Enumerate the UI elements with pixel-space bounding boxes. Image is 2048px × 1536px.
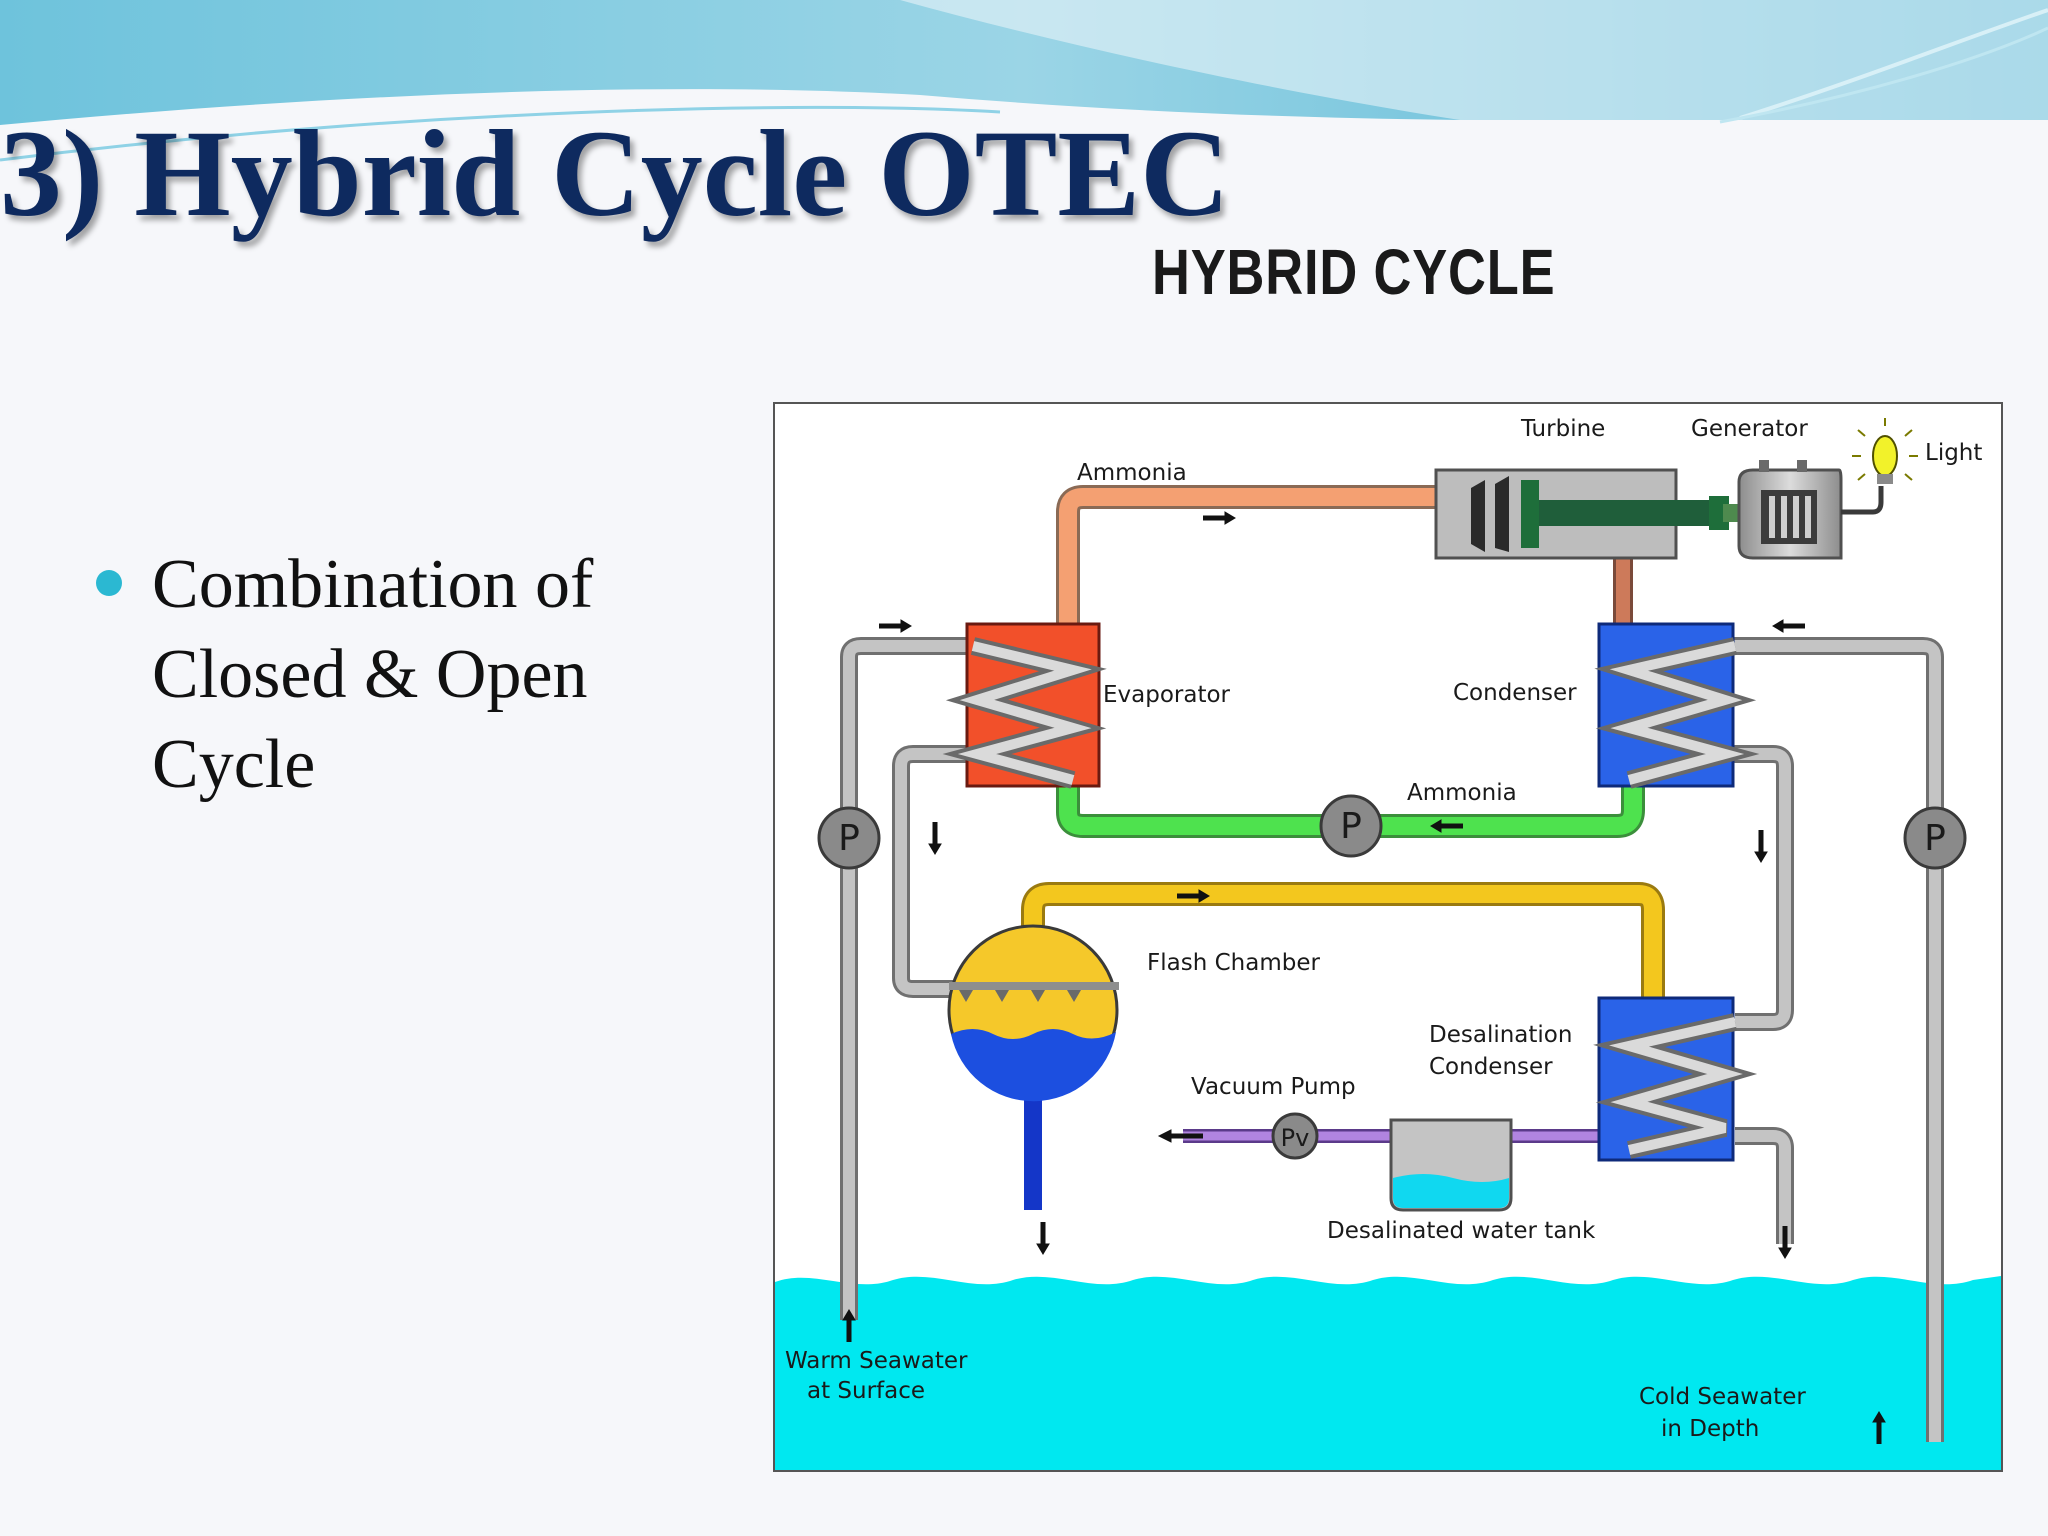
desalination-condenser-label-line1: Desalination [1429, 1022, 1572, 1048]
svg-text:P: P [1340, 806, 1362, 847]
arrow-left-icon [1430, 819, 1463, 833]
warm-seawater-label-line2: at Surface [807, 1378, 925, 1404]
warm-seawater-pipe [840, 637, 969, 1320]
ammonia-vapor-pipe [1056, 485, 1633, 634]
vacuum-pump-label: Vacuum Pump [1191, 1074, 1356, 1100]
generator-label: Generator [1691, 416, 1808, 442]
desalination-condenser-label-line2: Condenser [1429, 1054, 1553, 1080]
light-bulb-icon [1852, 418, 1918, 484]
flash-chamber [947, 924, 1119, 1102]
diagram-heading: HYBRID CYCLE [1152, 236, 1556, 308]
arrow-left-icon [1157, 1129, 1203, 1143]
flow-arrows [842, 511, 1886, 1444]
arrow-up-icon [1872, 1411, 1886, 1444]
desalinated-water-tank-label: Desalinated water tank [1327, 1218, 1596, 1244]
pump-cold-seawater: P [1903, 806, 1967, 870]
bullet-text: Combination of Closed & Open Cycle [152, 546, 594, 803]
arrow-down-icon [928, 822, 942, 855]
arrow-down-icon [1754, 830, 1768, 863]
arrow-right-icon [879, 619, 912, 633]
cold-seawater-label-line2: in Depth [1661, 1416, 1759, 1442]
bullet-dot-icon [96, 570, 122, 596]
slide-title: 3) Hybrid Cycle OTEC [0, 105, 1230, 242]
arrow-down-icon [1778, 1226, 1792, 1259]
light-label: Light [1925, 440, 1982, 466]
ammonia-liquid-label: Ammonia [1407, 780, 1517, 806]
arrow-right-icon [1203, 511, 1236, 525]
desalination-condenser [1593, 996, 1758, 1162]
svg-text:Pv: Pv [1281, 1124, 1310, 1152]
arrow-up-icon [842, 1309, 856, 1342]
ocean-water [775, 1276, 2001, 1470]
evaporator-label: Evaporator [1103, 682, 1231, 708]
arrow-down-icon [1036, 1222, 1050, 1255]
ammonia-vapor-label: Ammonia [1077, 460, 1187, 486]
bullet-list: Combination of Closed & Open Cycle [96, 540, 716, 810]
evaporator [942, 622, 1107, 789]
turbine-label: Turbine [1520, 416, 1605, 442]
warm-seawater-label-line1: Warm Seawater [785, 1348, 968, 1374]
brine-drain-pipe [1024, 1070, 1042, 1210]
desalinated-water-tank [1389, 1118, 1513, 1212]
pump-warm-seawater: P [817, 806, 881, 870]
header-wave-decoration [0, 0, 2048, 162]
cold-seawater-pipe [1733, 637, 1944, 1442]
svg-text:P: P [838, 818, 860, 859]
cold-seawater-label-line1: Cold Seawater [1639, 1384, 1806, 1410]
flash-chamber-label: Flash Chamber [1147, 950, 1320, 976]
pump-ammonia: P [1319, 794, 1383, 858]
svg-text:P: P [1924, 818, 1946, 859]
vacuum-pump: Pv [1271, 1112, 1319, 1160]
arrow-right-icon [1177, 889, 1210, 903]
condenser [1594, 622, 1760, 789]
steam-pipe [1021, 882, 1665, 998]
bullet-item: Combination of Closed & Open Cycle [96, 540, 716, 810]
generator [1723, 460, 1884, 560]
arrow-left-icon [1772, 619, 1805, 633]
hybrid-cycle-diagram: P P P Pv Turbine Generator Light Ammonia… [773, 402, 2003, 1472]
condenser-label: Condenser [1453, 680, 1577, 706]
turbine [1434, 468, 1729, 560]
